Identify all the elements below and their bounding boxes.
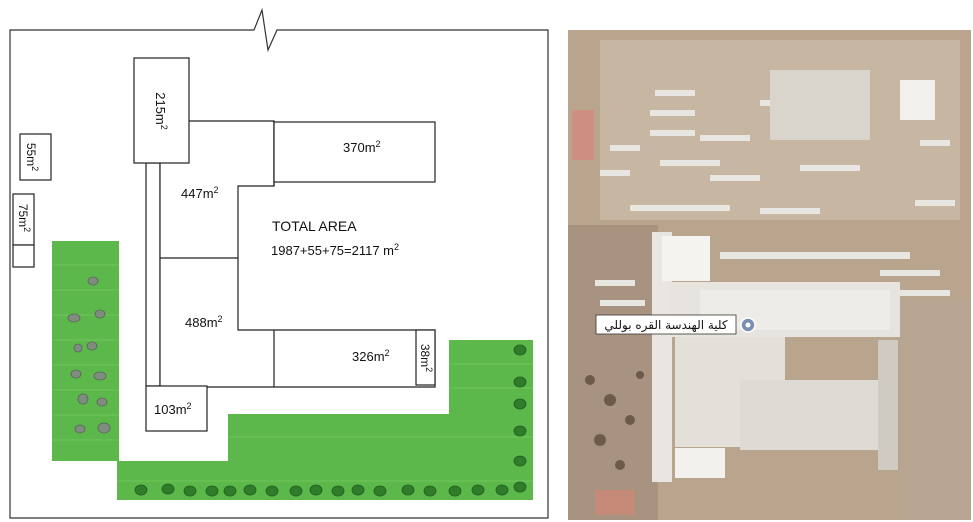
label-215: 215m2 xyxy=(153,92,169,130)
building-footprint xyxy=(12,57,436,432)
total-area-title: TOTAL AREA xyxy=(272,218,357,234)
map-label-text: كلية الهندسة القره بوللي xyxy=(604,318,728,333)
location-marker[interactable]: كلية الهندسة القره بوللي xyxy=(595,314,756,335)
room-55 xyxy=(19,133,52,181)
label-55: 55m2 xyxy=(24,143,40,171)
label-38: 38m2 xyxy=(418,344,434,372)
room-215 xyxy=(133,57,190,164)
floor-plan: 215m2 370m2 447m2 488m2 326m2 38m2 103m2… xyxy=(9,7,549,519)
label-75: 75m2 xyxy=(16,204,32,232)
room-38 xyxy=(415,329,436,386)
label-326: 326m2 xyxy=(352,348,390,364)
shrubs-bottom xyxy=(134,344,527,497)
shrubs-left xyxy=(67,276,111,434)
satellite-map: كلية الهندسة القره بوللي xyxy=(568,30,971,520)
green-strip-bottom xyxy=(117,340,533,500)
label-103: 103m2 xyxy=(154,401,192,417)
total-area-sum: 1987+55+75=2117 m2 xyxy=(271,242,399,258)
map-label-box xyxy=(595,314,737,335)
room-370 xyxy=(273,121,436,183)
room-75-ext xyxy=(12,244,35,268)
label-488: 488m2 xyxy=(185,314,223,330)
corridor-strip xyxy=(145,162,161,387)
green-stripes xyxy=(52,264,533,482)
label-447: 447m2 xyxy=(181,185,219,201)
map-trees xyxy=(585,371,644,470)
room-103 xyxy=(145,385,208,432)
landscape-area xyxy=(52,241,533,500)
buildings xyxy=(572,70,935,515)
label-370: 370m2 xyxy=(343,139,381,155)
